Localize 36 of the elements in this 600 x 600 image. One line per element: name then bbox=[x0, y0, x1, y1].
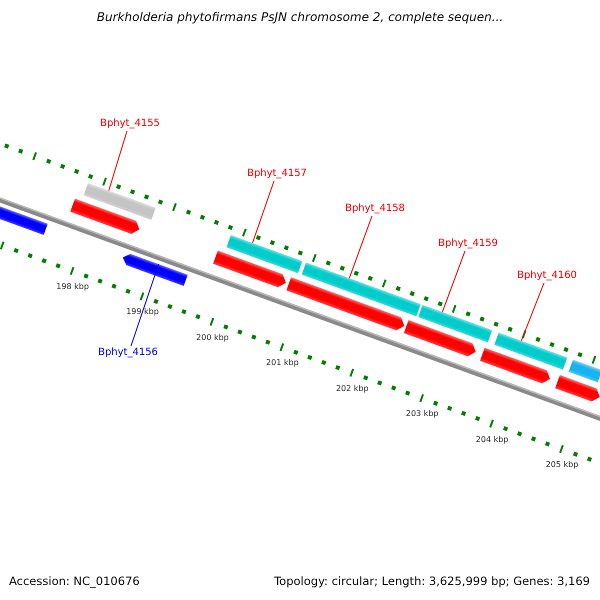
footer-text: Topology: circular; Length: 3,625,999 bp; Genes: 3,169 bbox=[274, 574, 590, 588]
gene-feature bbox=[480, 348, 550, 384]
gene-feature bbox=[302, 262, 421, 316]
gene-feature bbox=[226, 235, 302, 274]
leader-line bbox=[252, 180, 274, 244]
footer-text: Accession: NC_010676 bbox=[9, 574, 140, 588]
scale-label: 202 kbp bbox=[336, 384, 369, 394]
leader-line bbox=[348, 216, 372, 279]
gene-label: Bphyt_4157 bbox=[247, 168, 307, 180]
gene-feature bbox=[213, 250, 286, 288]
gene-feature bbox=[70, 198, 140, 234]
gene-label: Bphyt_4158 bbox=[345, 203, 405, 215]
leader-line bbox=[442, 250, 466, 313]
gene-feature bbox=[84, 183, 156, 220]
leader-line bbox=[520, 282, 544, 342]
scale-label: 199 kbp bbox=[126, 307, 159, 318]
gene-label: Bphyt_4160 bbox=[517, 270, 577, 282]
scale-label: 198 kbp bbox=[56, 282, 89, 292]
scale-label: 201 kbp bbox=[266, 358, 299, 368]
gene-label: Bphyt_4155 bbox=[100, 118, 160, 130]
gene-feature bbox=[286, 277, 404, 330]
gene-feature bbox=[555, 375, 600, 402]
gene-feature bbox=[404, 320, 476, 356]
scale-label: 203 kbp bbox=[406, 409, 438, 420]
scale-label: 200 kbp bbox=[196, 332, 229, 343]
leader-line bbox=[130, 264, 160, 346]
map-title: Burkholderia phytofirmans PsJN chromosome 2, complete sequen... bbox=[96, 10, 504, 24]
gene-label: Bphyt_4159 bbox=[438, 238, 498, 250]
gene-feature bbox=[568, 360, 600, 382]
scale-label: 204 kbp bbox=[476, 434, 508, 445]
scale-label: 205 kbp bbox=[546, 460, 578, 470]
leader-line bbox=[108, 130, 128, 192]
gene-feature bbox=[494, 332, 568, 370]
gene-feature bbox=[122, 254, 188, 286]
gene-feature bbox=[418, 304, 492, 342]
gene-label: Bphyt_4156 bbox=[98, 347, 158, 359]
